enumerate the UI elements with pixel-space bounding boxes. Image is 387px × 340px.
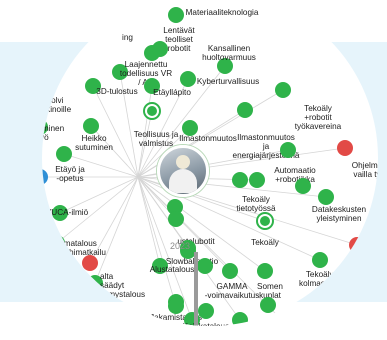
trend-node[interactable]: [295, 178, 311, 194]
trend-node[interactable]: [180, 243, 196, 259]
trend-node[interactable]: [232, 312, 248, 326]
connection-line: [137, 176, 177, 307]
trend-label[interactable]: Tekoäly tietotyössä: [236, 195, 276, 213]
trend-label[interactable]: Materiaaliteknologia: [185, 8, 259, 17]
connection-line: [56, 176, 139, 244]
trend-label[interactable]: ilmatalous Lähimatkailu: [60, 239, 106, 257]
trend-node[interactable]: [249, 172, 265, 188]
trend-node[interactable]: [42, 119, 48, 135]
trend-node[interactable]: [275, 82, 291, 98]
connection-line: [137, 176, 161, 267]
trend-label[interactable]: Slowbalisaatio: [165, 257, 219, 266]
trend-label[interactable]: Automaatio +robotiikka: [274, 166, 316, 184]
trend-node[interactable]: [312, 252, 328, 268]
trend-label[interactable]: Heikko sutuminen: [75, 134, 113, 152]
trend-label[interactable]: alta säädyt llämystalous: [100, 272, 146, 299]
connection-line: [137, 176, 193, 321]
trend-label[interactable]: VUCA-ilmiö: [45, 208, 89, 217]
connection-line: [90, 125, 139, 178]
trend-node[interactable]: [274, 312, 290, 326]
trend-label[interactable]: GAMMA -voimavaikutus: [204, 282, 260, 300]
trend-node[interactable]: [85, 78, 101, 94]
trend-node[interactable]: [217, 58, 233, 74]
trend-node[interactable]: [42, 92, 48, 108]
connection-line: [89, 176, 139, 264]
trend-node[interactable]: [49, 235, 65, 251]
connection-line: [137, 109, 246, 178]
trend-node[interactable]: [237, 102, 253, 118]
trend-label[interactable]: ustelubotit: [177, 237, 215, 246]
connection-line: [137, 176, 266, 272]
trend-node[interactable]: [260, 297, 276, 313]
connection-line: [137, 176, 266, 222]
connection-line: [63, 153, 139, 178]
trend-label[interactable]: Tekoäly: [251, 238, 279, 247]
trend-node[interactable]: [197, 258, 213, 274]
trend-label[interactable]: Alustatalous: [149, 265, 195, 274]
trend-node[interactable]: [315, 287, 331, 303]
trend-node[interactable]: [83, 118, 99, 134]
trend-node[interactable]: [257, 263, 273, 279]
trend-node[interactable]: [232, 172, 248, 188]
trend-node[interactable]: [42, 169, 48, 185]
trend-node[interactable]: [198, 303, 214, 319]
trend-label[interactable]: Tekoäly +robotit työkavereina: [294, 104, 342, 131]
trend-label[interactable]: Ohjelmo vailla ty: [351, 161, 378, 179]
trend-node[interactable]: [152, 41, 168, 57]
connection-line: [137, 65, 226, 178]
trend-node[interactable]: [144, 78, 160, 94]
trend-label[interactable]: Kyberturvallisuus: [196, 77, 260, 86]
trend-label[interactable]: Disruptiivi teknologia: [268, 318, 304, 326]
connection-lines: [42, 65, 358, 321]
trend-node[interactable]: [337, 140, 353, 156]
connection-line: [94, 176, 139, 284]
connection-line: [92, 85, 139, 178]
trend-node[interactable]: [180, 71, 196, 87]
trend-node[interactable]: [280, 142, 296, 158]
connection-line: [137, 85, 153, 178]
trend-node[interactable]: [152, 258, 168, 274]
connection-line: [59, 176, 139, 214]
trend-node[interactable]: [349, 237, 365, 253]
trend-node[interactable]: [168, 211, 184, 227]
connection-line: [137, 176, 283, 321]
trend-label[interactable]: Etäyö ja -opetus: [55, 165, 85, 183]
trend-node[interactable]: [168, 298, 184, 314]
trend-label[interactable]: Etäyllápito: [153, 88, 191, 97]
trend-node[interactable]: [318, 189, 334, 205]
connection-line: [119, 71, 139, 178]
timeline-bar[interactable]: [194, 252, 198, 326]
trend-node[interactable]: [168, 7, 184, 23]
trend-node[interactable]: [182, 120, 198, 136]
trend-label[interactable]: Ilmastonmuutos: [179, 134, 237, 143]
trend-node[interactable]: [112, 64, 128, 80]
trend-label[interactable]: Datakeskusten yleistyminen: [311, 205, 367, 223]
trend-label[interactable]: eknologia: [360, 241, 378, 250]
center-avatar[interactable]: [157, 145, 209, 197]
trend-label[interactable]: Ilmastonmuutos ja energiajärjestelmä: [232, 133, 300, 160]
trend-label[interactable]: upolvi kkinoille: [42, 96, 72, 114]
connection-line: [137, 110, 153, 178]
connection-line: [137, 78, 189, 178]
trend-label[interactable]: Teollisuus ja valmistus: [133, 130, 179, 148]
trend-label[interactable]: Keikkatalous: [183, 322, 229, 326]
trend-node[interactable]: [143, 102, 161, 120]
trend-node[interactable]: [222, 263, 238, 279]
year-label: 2023: [169, 241, 191, 251]
trend-label[interactable]: Tekoälyn kolmas aalto: [299, 270, 345, 288]
trend-node[interactable]: [52, 205, 68, 221]
trend-label[interactable]: Kansallinen huoltovarmuus: [202, 44, 256, 62]
trend-label[interactable]: Somen kuplat: [257, 282, 283, 300]
trend-node[interactable]: [82, 255, 98, 271]
trend-node[interactable]: [256, 212, 274, 230]
trend-label[interactable]: Jakamistalous: [150, 313, 202, 322]
trend-node[interactable]: [56, 146, 72, 162]
trend-node[interactable]: [87, 275, 103, 291]
trend-label[interactable]: iminen yö: [42, 124, 65, 142]
trend-label[interactable]: ing: [122, 33, 133, 42]
trend-label[interactable]: 3D-tulostus: [96, 87, 138, 96]
trend-label[interactable]: Lentävät teolliset robotit: [163, 26, 195, 53]
